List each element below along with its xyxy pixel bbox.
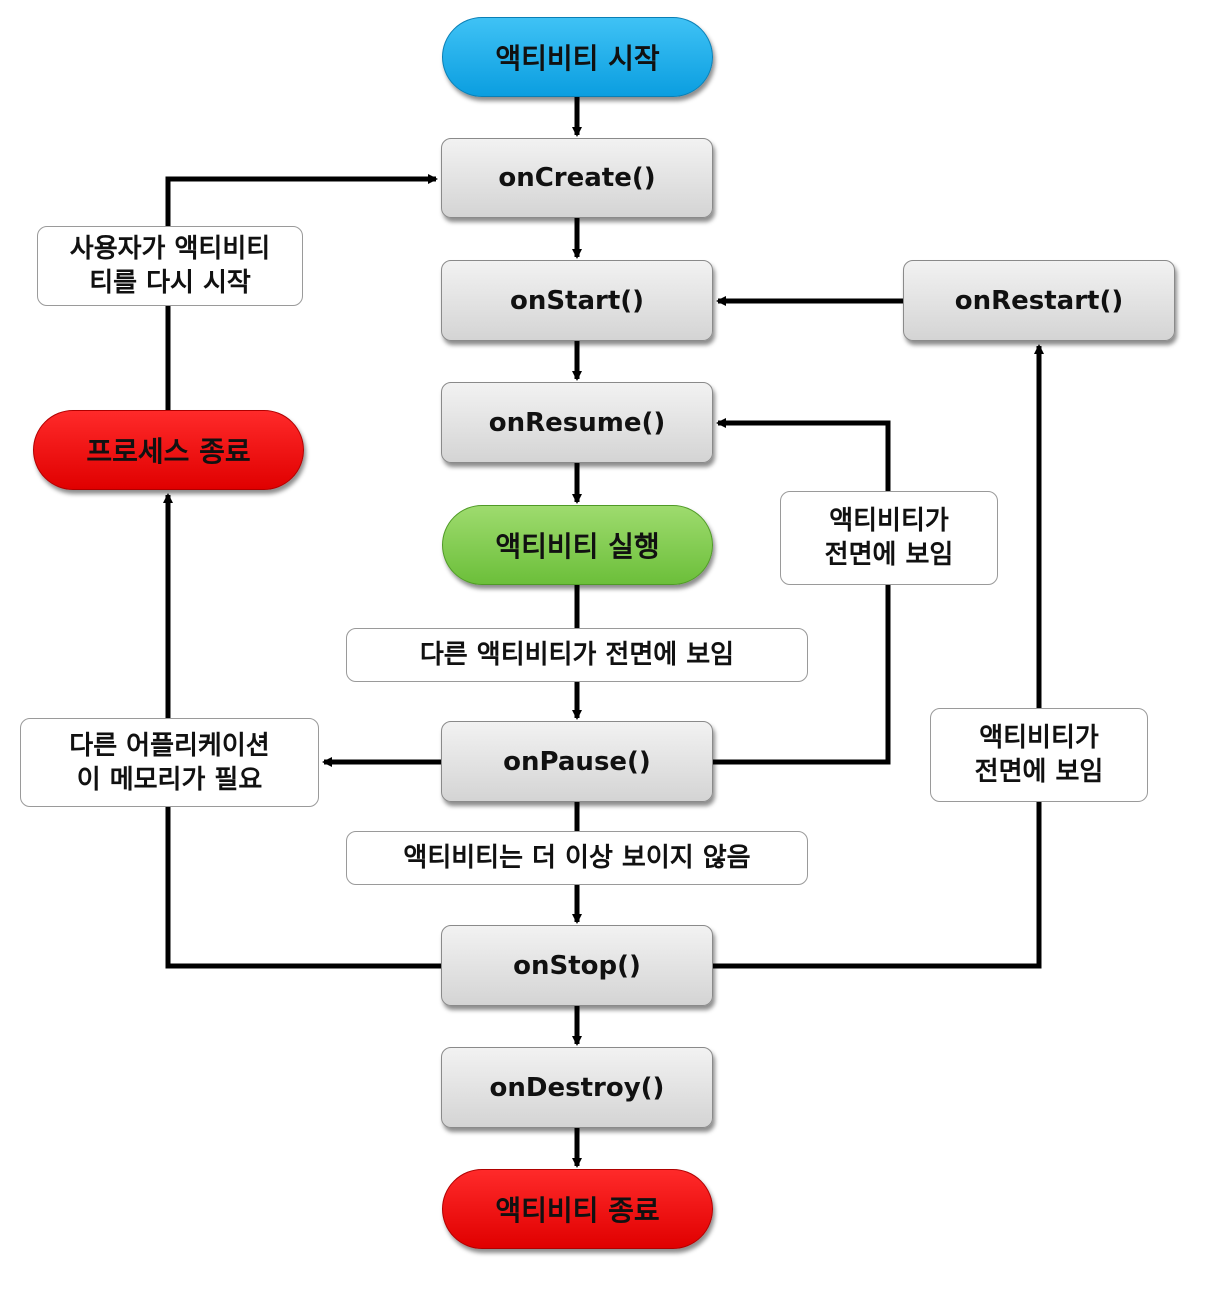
- on-destroy-node: onDestroy(): [441, 1047, 713, 1128]
- activity-end-node: 액티비티 종료: [442, 1169, 713, 1249]
- on-pause-node: onPause(): [441, 721, 713, 802]
- activity-start-node: 액티비티 시작: [442, 17, 713, 97]
- on-stop-node: onStop(): [441, 925, 713, 1006]
- on-create-node: onCreate(): [441, 138, 713, 218]
- arrow-stop-to-restart: [712, 344, 1044, 969]
- activity-running-node: 액티비티 실행: [442, 505, 713, 585]
- arrow-stop-to-process-killed: [163, 493, 441, 969]
- activity-front-restart-note: 액티비티가 전면에 보임: [930, 708, 1148, 802]
- activity-front-resume-note: 액티비티가 전면에 보임: [780, 491, 998, 585]
- app-needs-memory-note: 다른 어플리케이션 이 메모리가 필요: [20, 718, 319, 807]
- on-start-node: onStart(): [441, 260, 713, 341]
- no-longer-visible-note: 액티비티는 더 이상 보이지 않음: [346, 831, 808, 885]
- user-restart-note: 사용자가 액티비티 티를 다시 시작: [37, 226, 303, 306]
- arrow-pause-to-resume: [712, 418, 891, 765]
- arrow-process-killed-to-create: [165, 174, 438, 410]
- on-restart-node: onRestart(): [903, 260, 1175, 341]
- on-resume-node: onResume(): [441, 382, 713, 463]
- another-activity-front-note: 다른 액티비티가 전면에 보임: [346, 628, 808, 682]
- process-killed-node: 프로세스 종료: [33, 410, 304, 490]
